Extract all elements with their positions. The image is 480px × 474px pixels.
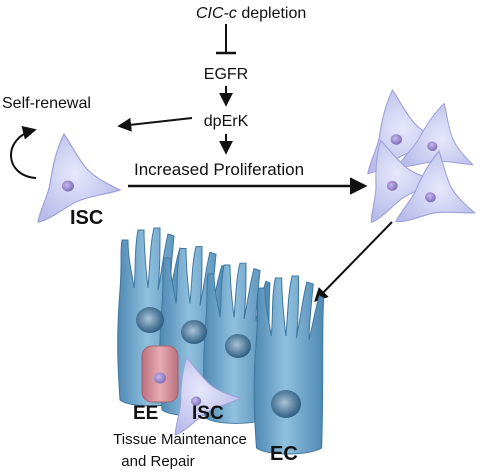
dperk-to-self-renewal-arrow (117, 117, 193, 132)
isc-left-label: ISC (70, 207, 103, 229)
increased-proliferation-label: Increased Proliferation (134, 160, 304, 179)
egfr-label: EGFR (204, 66, 248, 83)
ec-nucleus-4 (271, 390, 301, 418)
ee-nucleus (154, 372, 166, 384)
dperk-label: dpErK (204, 113, 249, 130)
epithelium (117, 227, 325, 455)
isc-bottom-label: ISC (192, 403, 224, 424)
ec-nucleus-2 (181, 320, 207, 344)
tissue-maintenance-label: Tissue Maintenance (113, 431, 247, 448)
and-repair-label: and Repair (121, 453, 194, 470)
cluster-to-tissue-arrow (314, 221, 393, 303)
ee-label: EE (133, 403, 158, 424)
cic-depletion-label: CIC-c depletion (196, 5, 306, 22)
self-renewal-label: Self-renewal (2, 95, 91, 112)
ec-cell-4 (253, 275, 325, 455)
isc-cluster (356, 89, 480, 242)
self-renewal-loop-arrow (10, 125, 37, 179)
ec-nucleus-1 (136, 307, 164, 333)
ec-label: EC (270, 443, 298, 465)
ec-nucleus-3 (225, 334, 251, 358)
